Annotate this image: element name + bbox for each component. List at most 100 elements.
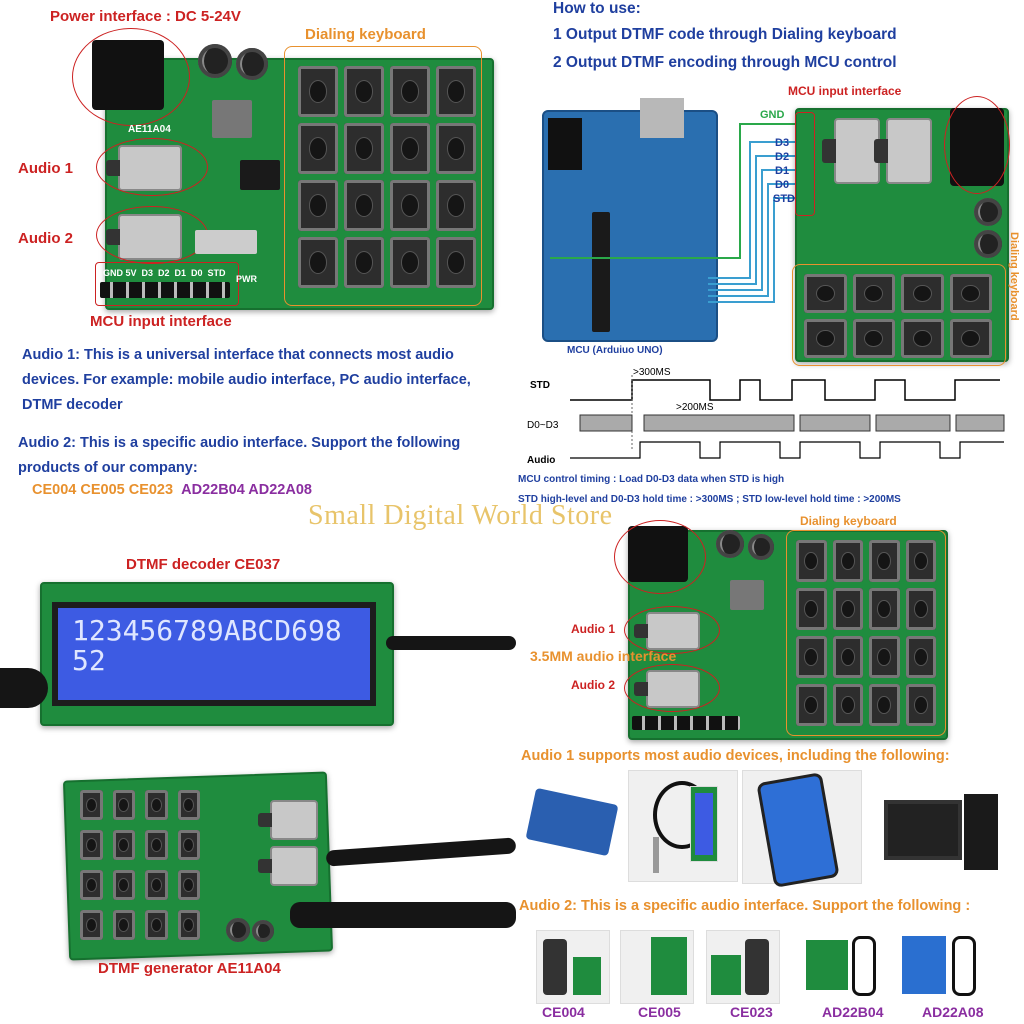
lcd-line-1: 123456789ABCD698 [72, 614, 342, 647]
keypad-key[interactable] [80, 870, 103, 900]
keypad-key[interactable] [436, 66, 476, 117]
keypad-key[interactable] [905, 540, 936, 582]
audio1-annotation [624, 606, 720, 654]
keypad-key[interactable] [901, 274, 944, 313]
audio-jack [822, 118, 880, 184]
keypad-key[interactable] [177, 870, 200, 900]
keypad-key[interactable] [869, 588, 900, 630]
keypad-key[interactable] [804, 319, 847, 358]
keypad-key[interactable] [436, 123, 476, 174]
timing-note-1: MCU control timing : Load D0-D3 data whe… [518, 474, 785, 485]
keypad-key[interactable] [852, 274, 895, 313]
timing-waveforms [570, 375, 1005, 459]
keypad-key[interactable] [390, 66, 430, 117]
keypad-key[interactable] [298, 237, 338, 288]
pwr-label: PWR [236, 274, 257, 284]
keypad-key[interactable] [112, 830, 135, 860]
product-label-ad22a08: AD22A08 [922, 1004, 984, 1020]
keypad-key[interactable] [949, 319, 992, 358]
keypad-key[interactable] [344, 180, 384, 231]
keypad-key[interactable] [869, 540, 900, 582]
keypad-key[interactable] [832, 540, 863, 582]
wire-label-d1: D1 [775, 165, 790, 177]
keypad-key[interactable] [112, 870, 135, 900]
keypad-key[interactable] [80, 910, 103, 940]
keypad-key[interactable] [796, 588, 827, 630]
timing-200ms: >200MS [676, 402, 714, 413]
keypad-key[interactable] [869, 636, 900, 678]
keypad-key[interactable] [832, 636, 863, 678]
keypad-key[interactable] [905, 684, 936, 726]
audio1-description: Audio 1: This is a universal interface t… [22, 347, 471, 413]
crystal [195, 230, 257, 254]
keypad-annotation-box [284, 46, 482, 306]
keypad-key[interactable] [145, 830, 168, 860]
keypad-key[interactable] [804, 274, 847, 313]
keypad-key[interactable] [832, 588, 863, 630]
keypad-key[interactable] [390, 180, 430, 231]
keypad-key[interactable] [905, 636, 936, 678]
keypad-key[interactable] [390, 237, 430, 288]
dialing-keypad-small [804, 274, 992, 358]
keypad-key[interactable] [796, 540, 827, 582]
keypad-key[interactable] [112, 790, 135, 820]
keypad-key[interactable] [344, 66, 384, 117]
how-to-use-title: How to use: [553, 0, 641, 17]
mcu-interface-box [795, 112, 815, 216]
power-interface-label: Power interface : DC 5-24V [50, 8, 241, 25]
keypad-key[interactable] [145, 870, 168, 900]
keypad-annotation-box-2 [786, 530, 946, 736]
decoder-module-thumb [520, 770, 624, 874]
arduino-power-jack [548, 118, 582, 170]
keypad-key[interactable] [344, 123, 384, 174]
keypad-key[interactable] [298, 123, 338, 174]
audio1-label: Audio 1 [18, 160, 73, 177]
timing-300ms: >300MS [633, 367, 671, 378]
keypad-key[interactable] [112, 910, 135, 940]
atmega-chip [592, 212, 610, 332]
products-orange: CE004 CE005 CE023 [32, 482, 174, 498]
keypad-key[interactable] [796, 636, 827, 678]
keypad-key[interactable] [390, 123, 430, 174]
products-line: CE004 CE005 CE023 AD22B04 AD22A08 [32, 482, 312, 498]
keypad-key[interactable] [796, 684, 827, 726]
keypad-key[interactable] [436, 237, 476, 288]
audio1-support-text: Audio 1 supports most audio devices, inc… [521, 748, 950, 764]
keypad-key[interactable] [344, 237, 384, 288]
keypad-key[interactable] [177, 830, 200, 860]
keypad-key[interactable] [145, 910, 168, 940]
keypad-key[interactable] [298, 66, 338, 117]
timing-label-std: STD [530, 380, 550, 391]
keypad-key[interactable] [901, 319, 944, 358]
regulator-chip [730, 580, 764, 610]
keypad-key[interactable] [905, 588, 936, 630]
mcu-annotation-box [95, 262, 239, 306]
keypad-key[interactable] [298, 180, 338, 231]
power-annotation [614, 520, 706, 594]
pc-thumb [880, 790, 1010, 876]
power-annotation [944, 96, 1010, 194]
keypad-key[interactable] [832, 684, 863, 726]
ad22a08-thumb [898, 930, 978, 1002]
step-2: 2 Output DTMF encoding through MCU contr… [553, 54, 897, 71]
ic-chip [240, 160, 280, 190]
keypad-key[interactable] [177, 910, 200, 940]
keypad-key[interactable] [145, 790, 168, 820]
audio1-annotation [96, 138, 208, 196]
keypad-key[interactable] [949, 274, 992, 313]
keypad-key[interactable] [869, 684, 900, 726]
capacitor [198, 44, 232, 78]
pin-labels: GND 5V D3 D2 D1 D0 STD [103, 268, 226, 278]
keypad-key[interactable] [177, 790, 200, 820]
keypad-key[interactable] [852, 319, 895, 358]
generator-title: DTMF generator AE11A04 [98, 960, 281, 977]
keypad-key[interactable] [80, 830, 103, 860]
audio2-label: Audio 2 [18, 230, 73, 247]
keypad-key[interactable] [436, 180, 476, 231]
audio2-annotation [624, 664, 720, 712]
mcu-pin-header [632, 716, 740, 730]
wire-label-d2: D2 [775, 151, 790, 163]
ce023-thumb [706, 930, 780, 1004]
lcd-line-2: 52 [72, 644, 106, 677]
keypad-key[interactable] [80, 790, 103, 820]
